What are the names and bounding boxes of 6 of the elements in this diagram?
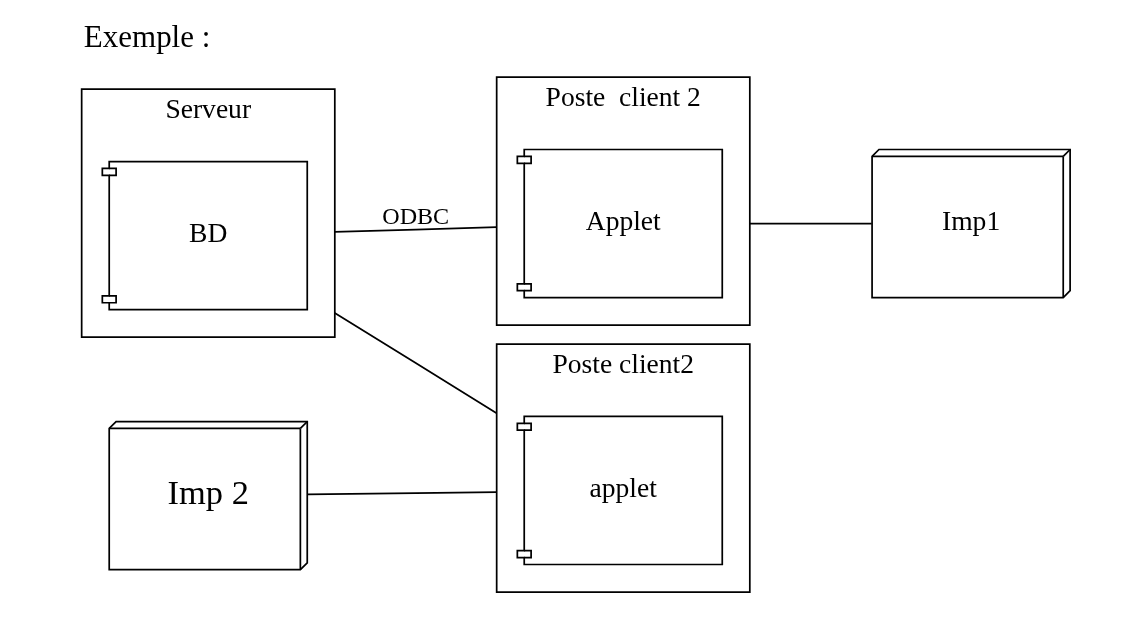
edge-label: ODBC bbox=[381, 202, 449, 229]
diagram-title: Exemple : bbox=[83, 18, 210, 54]
connector bbox=[333, 226, 498, 233]
connector bbox=[306, 491, 498, 496]
connector bbox=[748, 222, 873, 225]
connector bbox=[333, 312, 498, 414]
